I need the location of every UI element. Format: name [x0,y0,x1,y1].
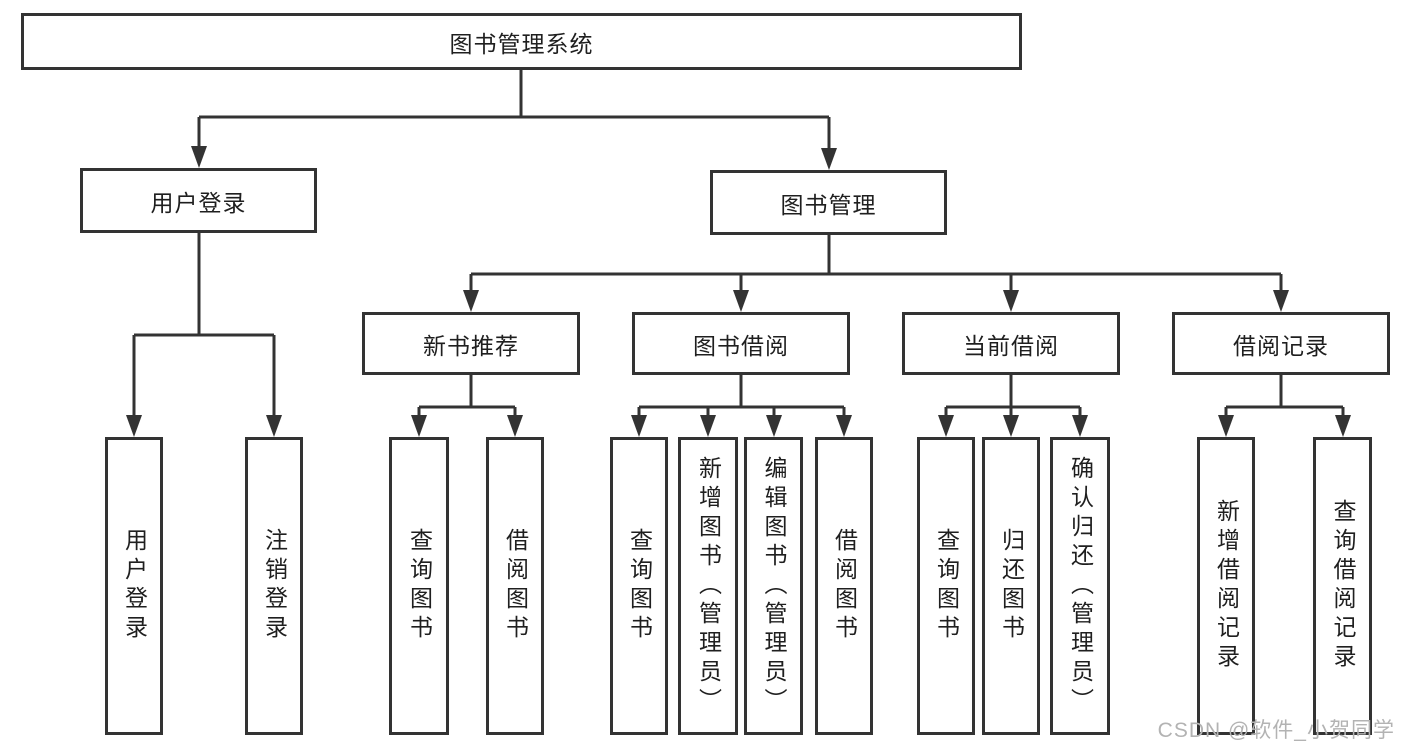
leaf-newbook-borrow-book: 借阅图书 [486,437,544,735]
leaf-current-query-book: 查询图书 [917,437,975,735]
leaf-current-confirm-return-admin-label: 确认归还（管理员） [1067,455,1094,717]
node-user-login: 用户登录 [80,168,317,233]
leaf-newbook-query-book: 查询图书 [389,437,449,735]
leaf-newbook-borrow-book-label: 借阅图书 [502,528,529,644]
node-root-label: 图书管理系统 [449,30,594,57]
leaf-user-login: 用户登录 [105,437,163,735]
node-user-login-label: 用户登录 [150,189,247,216]
leaf-borrow-edit-book-admin-label: 编辑图书（管理员） [761,455,787,717]
leaf-current-return-book-label: 归还图书 [998,528,1025,644]
leaf-borrow-query-book: 查询图书 [610,437,668,735]
leaf-borrow-query-book-label: 查询图书 [626,528,653,644]
leaf-record-query-record-label: 查询借阅记录 [1330,499,1356,673]
leaf-record-query-record: 查询借阅记录 [1313,437,1372,735]
leaf-record-add-record-label: 新增借阅记录 [1213,499,1240,673]
node-book-management-label: 图书管理 [780,191,877,218]
leaf-logout: 注销登录 [245,437,303,735]
leaf-borrow-add-book-admin: 新增图书（管理员） [678,437,738,735]
node-current-borrow: 当前借阅 [902,312,1120,375]
node-book-borrow-label: 图书借阅 [693,332,789,359]
csdn-watermark: CSDN @软件_小贺同学 [1157,719,1395,742]
leaf-logout-label: 注销登录 [261,528,288,644]
leaf-current-confirm-return-admin: 确认归还（管理员） [1050,437,1110,735]
node-book-borrow: 图书借阅 [632,312,850,375]
node-borrow-record-label: 借阅记录 [1233,332,1329,359]
leaf-borrow-borrow-book-label: 借阅图书 [831,528,858,644]
leaf-user-login-label: 用户登录 [121,528,148,644]
leaf-newbook-query-book-label: 查询图书 [406,528,433,644]
node-borrow-record: 借阅记录 [1172,312,1390,375]
leaf-borrow-edit-book-admin: 编辑图书（管理员） [744,437,803,735]
leaf-current-query-book-label: 查询图书 [933,528,960,644]
node-current-borrow-label: 当前借阅 [963,332,1059,359]
arrowheads [126,146,1351,437]
leaf-borrow-add-book-admin-label: 新增图书（管理员） [695,455,722,717]
leaf-record-add-record: 新增借阅记录 [1197,437,1255,735]
leaf-borrow-borrow-book: 借阅图书 [815,437,873,735]
leaf-current-return-book: 归还图书 [982,437,1040,735]
node-book-management: 图书管理 [710,170,947,235]
node-root-system: 图书管理系统 [21,13,1022,70]
node-new-book-recommend: 新书推荐 [362,312,580,375]
node-new-book-recommend-label: 新书推荐 [423,332,519,359]
